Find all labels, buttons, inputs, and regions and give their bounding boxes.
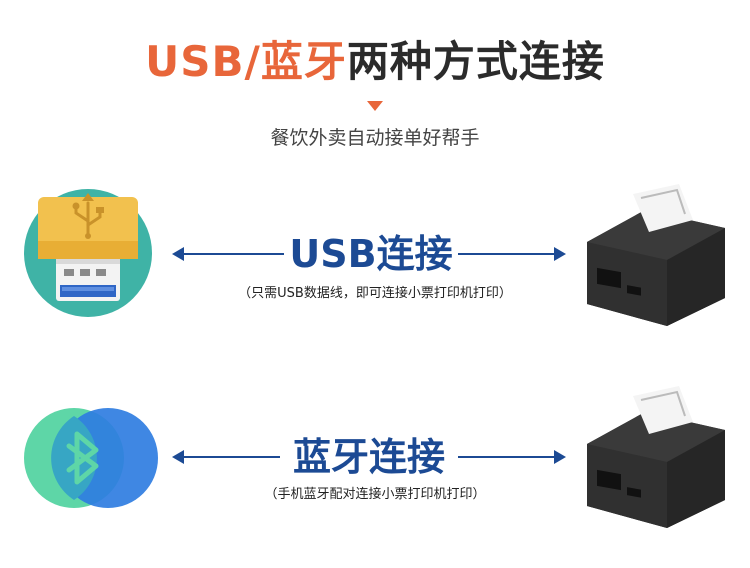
receipt-printer-icon [587,184,725,326]
usb-icon [24,189,152,317]
bluetooth-icon [24,408,158,508]
left-arrow-icon [172,450,280,464]
title-rest: 两种方式连接 [346,37,605,86]
down-triangle-icon [367,101,383,111]
subtitle: 餐饮外卖自动接单好帮手 [270,127,480,149]
page-title: USB/蓝牙两种方式连接 [0,34,750,90]
title-accent: USB/蓝牙 [145,37,347,86]
right-arrow-icon [458,450,566,464]
left-arrow-icon [172,247,284,261]
bluetooth-connection-label: 蓝牙连接 [292,435,445,479]
right-arrow-icon [458,247,566,261]
usb-connection-label: USB连接 [289,232,453,276]
receipt-printer-icon [587,386,725,528]
bluetooth-connection-note: （手机蓝牙配对连接小票打印机打印） [264,487,486,502]
usb-connection-note: （只需USB数据线，即可连接小票打印机打印） [238,286,512,301]
